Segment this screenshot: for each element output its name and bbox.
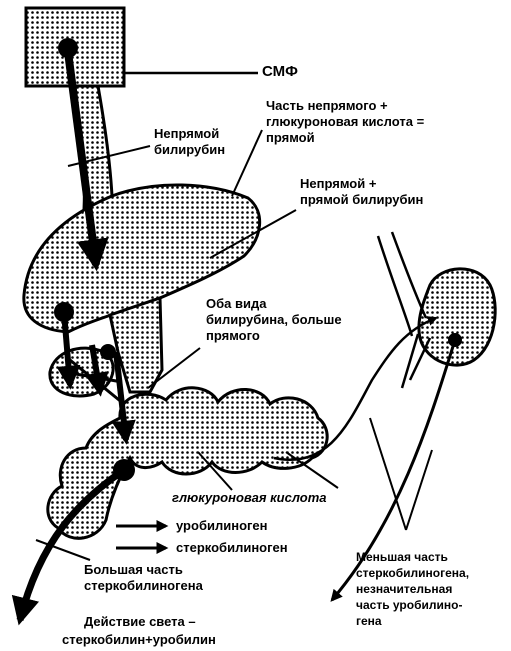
leader-minor-1	[369, 417, 407, 531]
label-both-types-line1: Оба вида	[206, 296, 267, 311]
arrow-mixing-2	[69, 358, 125, 406]
arrow-to-urine	[330, 339, 457, 602]
smf-label: СМФ	[262, 63, 298, 80]
leader-major-part	[35, 539, 91, 561]
leader-indirect-direct	[209, 209, 297, 259]
label-glucuronic-acid: глюкуроновая кислота	[172, 490, 327, 505]
label-major-part-line2: стеркобилиногена	[84, 578, 203, 593]
arrow-to-feces	[11, 467, 126, 626]
label-major-part-line1: Большая часть	[84, 562, 183, 577]
leader-indirect	[67, 145, 151, 167]
leader-glucuronic	[197, 451, 233, 491]
liver	[22, 183, 262, 334]
label-conjugation-line1: Часть непрямого +	[266, 98, 388, 113]
kidney	[417, 267, 497, 367]
arrow-start-dot-2	[54, 302, 74, 322]
label-minor-line3: незначительная	[356, 582, 453, 596]
label-light-line1: Действие света –	[84, 614, 196, 629]
arrow-start-dot-3	[100, 344, 116, 360]
ureter-2	[408, 337, 432, 381]
label-minor-line1: Меньшая часть	[356, 550, 448, 564]
arrow-start-dot-4	[113, 459, 135, 481]
ureter-1	[400, 333, 420, 389]
label-minor-line4: часть уробилино-	[356, 598, 463, 612]
label-both-types-line2: билирубина, больше	[206, 312, 342, 327]
arrow-gut-to-kidney	[273, 316, 438, 461]
label-minor-line5: гена	[356, 614, 382, 628]
label-indirect-line2: билирубин	[154, 142, 226, 157]
leader-minor-2	[405, 449, 433, 531]
intestine	[46, 386, 329, 540]
label-indirect-direct-line1: Непрямой +	[300, 176, 377, 191]
label-both-types-line3: прямого	[206, 328, 260, 343]
leader-glucuronic-2	[285, 451, 339, 489]
legend-urobilinogen: уробилиноген	[176, 518, 268, 533]
label-indirect-line1: Непрямой	[154, 126, 220, 141]
kidney-dot	[448, 333, 462, 347]
leader-both-types	[147, 347, 201, 389]
label-indirect-direct-line2: прямой билирубин	[300, 192, 424, 207]
leader-conjugation	[231, 129, 263, 197]
arrow-duct-to-gut-2	[111, 351, 136, 445]
label-conjugation-line2: глюкуроновая кислота =	[266, 114, 425, 129]
label-minor-line2: стеркобилиногена,	[356, 566, 470, 580]
arrow-smf-to-liver	[64, 51, 109, 272]
legend-stercobilinogen: стеркобилиноген	[176, 540, 288, 555]
arrow-start-dot	[58, 38, 78, 58]
renal-vessel-2	[390, 231, 428, 319]
label-conjugation-line3: прямой	[266, 130, 315, 145]
renal-vessel-1	[376, 235, 414, 337]
label-light-line2: стеркобилин+уробилин	[62, 632, 216, 647]
